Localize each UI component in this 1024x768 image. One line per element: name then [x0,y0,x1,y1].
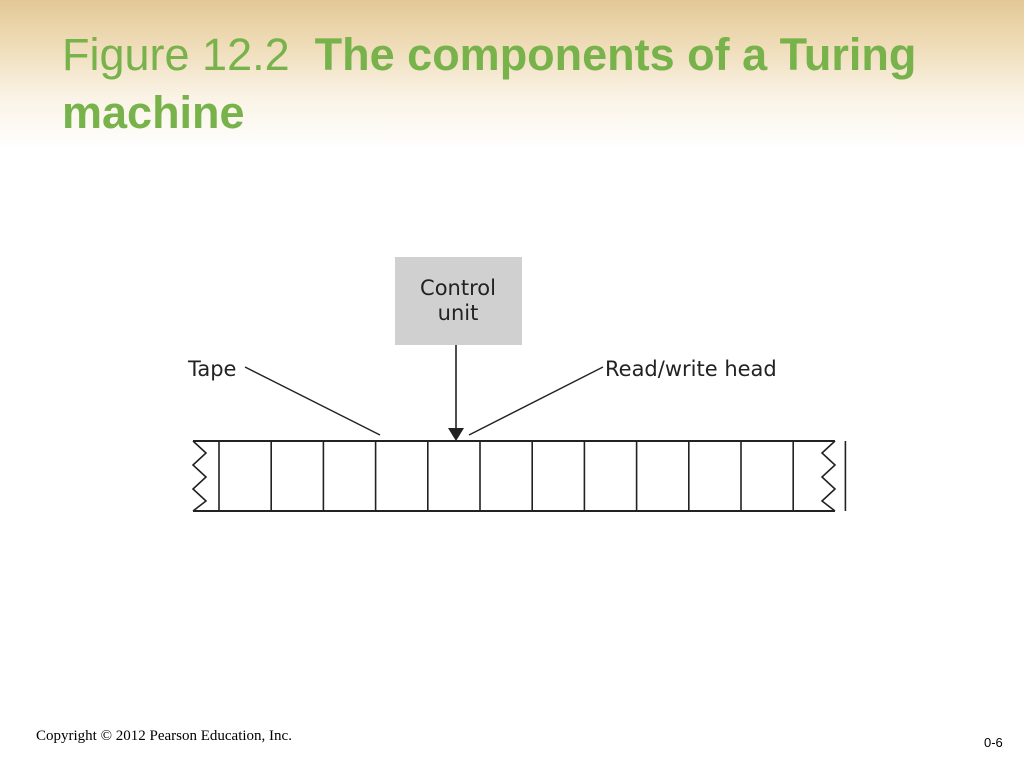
control-unit-box [395,257,522,345]
control-arrow-head [448,428,464,441]
page-number: 0-6 [984,735,1003,750]
header-band [0,0,1024,150]
read-write-head-label: Read/write head [605,357,777,381]
figure-caption: The components of a Turing machine [62,29,917,138]
tape-left-break [191,440,208,512]
control-unit-label-line2: unit [438,301,479,325]
slide-title: Figure 12.2 The components of a Turing m… [62,26,962,142]
tape-right-break [820,440,837,512]
copyright-notice: Copyright © 2012 Pearson Education, Inc. [36,728,292,744]
tape [191,440,847,512]
control-unit-label-line1: Control [420,276,496,300]
tape-cells [218,441,847,511]
tape-leader-line [244,366,381,436]
head-leader-line [468,366,604,436]
figure-number: Figure 12.2 [62,29,290,80]
tape-label: Tape [187,357,236,381]
